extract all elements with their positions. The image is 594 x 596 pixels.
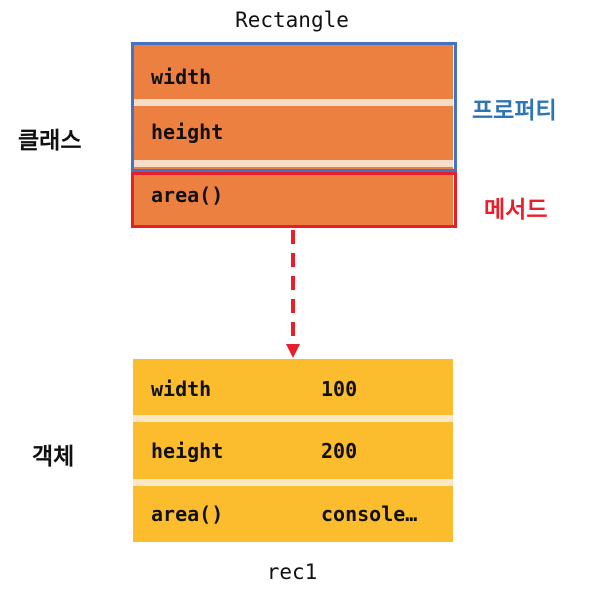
object-value: 200	[321, 439, 358, 463]
class-box: width height area()	[133, 44, 453, 226]
class-label: 클래스	[18, 128, 82, 154]
row-separator	[133, 160, 453, 167]
object-row-width: width 100	[133, 363, 453, 415]
row-separator	[133, 479, 453, 486]
row-separator	[133, 99, 453, 106]
method-label: 메서드	[484, 197, 548, 223]
property-label: 프로퍼티	[472, 98, 557, 124]
object-box: width 100 height 200 area() console…	[133, 359, 453, 542]
property-highlight-frame	[131, 42, 457, 172]
object-key: width	[151, 377, 212, 401]
object-key: area()	[151, 502, 224, 526]
class-property-width: width	[151, 65, 212, 89]
object-row-height: height 200	[133, 423, 453, 479]
row-separator	[133, 415, 453, 422]
object-label: 객체	[32, 444, 75, 470]
object-value: 100	[321, 377, 358, 401]
object-key: height	[151, 439, 224, 463]
class-method-area: area()	[151, 183, 224, 207]
method-highlight-frame	[131, 172, 457, 228]
object-value: console…	[321, 502, 418, 526]
arrow-head	[286, 344, 300, 358]
class-name: Rectangle	[235, 8, 349, 32]
class-property-height: height	[151, 120, 224, 144]
object-name: rec1	[266, 560, 318, 584]
object-row-area: area() console…	[133, 486, 453, 542]
instantiation-arrow	[286, 230, 300, 358]
